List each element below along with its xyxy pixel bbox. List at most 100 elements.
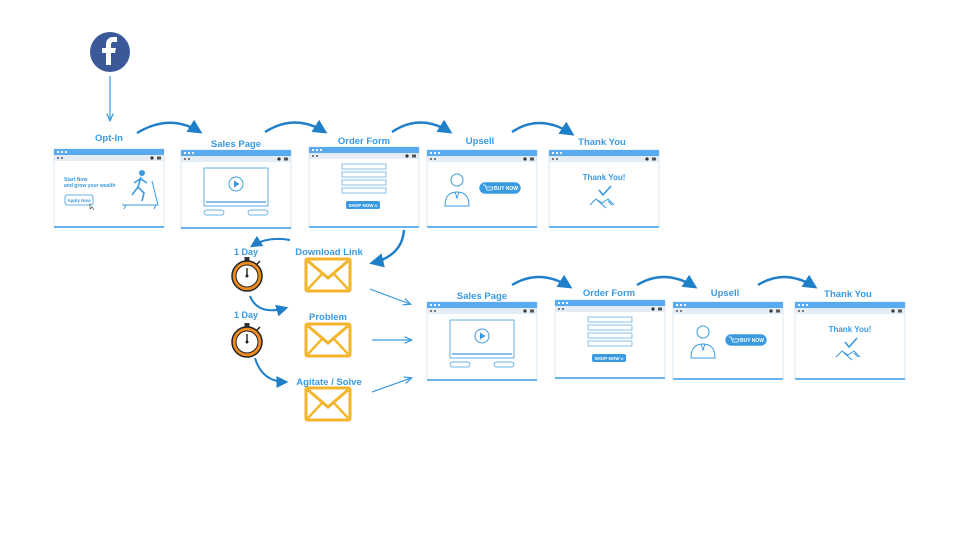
form-field xyxy=(341,171,387,178)
menu-icon xyxy=(157,156,161,160)
delay-label: 1 Day xyxy=(234,247,258,257)
form-field xyxy=(341,179,387,186)
shop-now-button-bg xyxy=(346,201,380,209)
window-dot xyxy=(311,148,315,152)
window-titlebar xyxy=(673,302,783,308)
window-titlebar xyxy=(555,300,665,306)
optin-headline-2: and grow your wealth xyxy=(64,183,115,189)
optin-headline-1: Start Now xyxy=(64,177,87,183)
window-dot xyxy=(64,150,68,154)
top-upsell-window: BUY NOW xyxy=(426,149,538,228)
checkmark-icon xyxy=(844,337,858,349)
menu-icon xyxy=(776,309,780,313)
play-triangle xyxy=(234,180,240,188)
page-button-left xyxy=(203,209,225,216)
window-titlebar xyxy=(549,150,659,156)
email-label: Download Link xyxy=(295,247,363,258)
top-funnel-arrows xyxy=(136,119,575,136)
window-toolbar xyxy=(427,308,537,314)
shop-now-button[interactable]: SHOP NOW» xyxy=(346,201,380,210)
bottom-sales-window xyxy=(426,301,538,381)
menu-icon xyxy=(530,157,534,161)
bottom-step-label-sales: Sales Page xyxy=(457,291,507,302)
cart-icon xyxy=(729,336,740,343)
top-order-window: SHOP NOW» xyxy=(308,146,420,228)
checkmark-icon xyxy=(598,185,612,197)
nav-back-icon xyxy=(552,158,554,160)
window-dot xyxy=(551,151,555,155)
window-frame xyxy=(308,146,420,228)
bottom-funnel-arrows xyxy=(511,274,818,289)
window-control-icon xyxy=(523,309,527,313)
window-dot xyxy=(565,301,569,305)
top-step-label-thanks: Thank You xyxy=(578,137,626,148)
form-field xyxy=(341,187,387,194)
window-dot xyxy=(191,151,195,155)
window-toolbar xyxy=(181,156,291,162)
video-frame xyxy=(203,167,269,207)
window-frame xyxy=(794,301,906,380)
shop-now-label: SHOP NOW xyxy=(595,356,621,361)
email-label: Agitate / Solve xyxy=(296,377,361,388)
nav-back-icon xyxy=(798,310,800,312)
shop-now-button[interactable]: SHOP NOW» xyxy=(592,354,626,363)
buy-now-button[interactable]: BUY NOW xyxy=(478,181,522,195)
window-titlebar xyxy=(309,147,419,153)
bottom-step-label-upsell: Upsell xyxy=(711,288,740,299)
window-dot xyxy=(683,303,687,307)
window-dot xyxy=(675,303,679,307)
facebook-icon xyxy=(90,32,130,72)
handshake-icon xyxy=(589,198,615,209)
window-dot xyxy=(433,303,437,307)
window-dot xyxy=(319,148,323,152)
email-2: Problem xyxy=(304,312,352,358)
nav-forward-icon xyxy=(562,308,564,310)
nav-forward-icon xyxy=(434,310,436,312)
window-toolbar xyxy=(549,156,659,162)
window-dot xyxy=(429,151,433,155)
nav-back-icon xyxy=(57,157,59,159)
window-dot xyxy=(429,303,433,307)
envelope-icon xyxy=(304,322,352,358)
window-control-icon xyxy=(769,309,773,313)
envelope-icon xyxy=(304,257,352,293)
menu-icon xyxy=(652,157,656,161)
menu-icon xyxy=(530,309,534,313)
nav-forward-icon xyxy=(680,310,682,312)
email-to-sales-arrows xyxy=(369,288,411,393)
window-control-icon xyxy=(651,307,655,311)
delay-1: 1 Day xyxy=(231,247,263,292)
double-chevron-icon: » xyxy=(620,357,624,363)
apply-now-button-bg xyxy=(64,194,94,206)
window-dot xyxy=(805,303,809,307)
timer-to-agitate-arrow xyxy=(254,357,289,388)
window-titlebar xyxy=(54,149,164,155)
window-control-icon xyxy=(645,157,649,161)
window-dot xyxy=(60,150,64,154)
window-dot xyxy=(797,303,801,307)
cart-icon xyxy=(483,184,494,191)
nav-back-icon xyxy=(312,155,314,157)
nav-forward-icon xyxy=(188,158,190,160)
nav-back-icon xyxy=(676,310,678,312)
window-toolbar xyxy=(795,308,905,314)
buy-now-label: BUY NOW xyxy=(740,338,764,344)
window-titlebar xyxy=(795,302,905,308)
window-toolbar xyxy=(309,153,419,159)
menu-icon xyxy=(658,307,662,311)
window-frame xyxy=(426,301,538,381)
top-thanks-window: Thank You! xyxy=(548,149,660,228)
shop-now-label: SHOP NOW xyxy=(349,203,375,208)
window-dot xyxy=(437,151,441,155)
apply-now-button[interactable]: Apply Now xyxy=(64,194,94,206)
window-dot xyxy=(559,151,563,155)
window-dot xyxy=(437,303,441,307)
buy-now-button-bg xyxy=(478,181,522,195)
top-step-label-order: Order Form xyxy=(338,136,390,147)
envelope-icon xyxy=(304,386,352,422)
window-control-icon xyxy=(523,157,527,161)
buy-now-button[interactable]: BUY NOW xyxy=(724,333,768,347)
double-chevron-icon: » xyxy=(374,204,378,210)
